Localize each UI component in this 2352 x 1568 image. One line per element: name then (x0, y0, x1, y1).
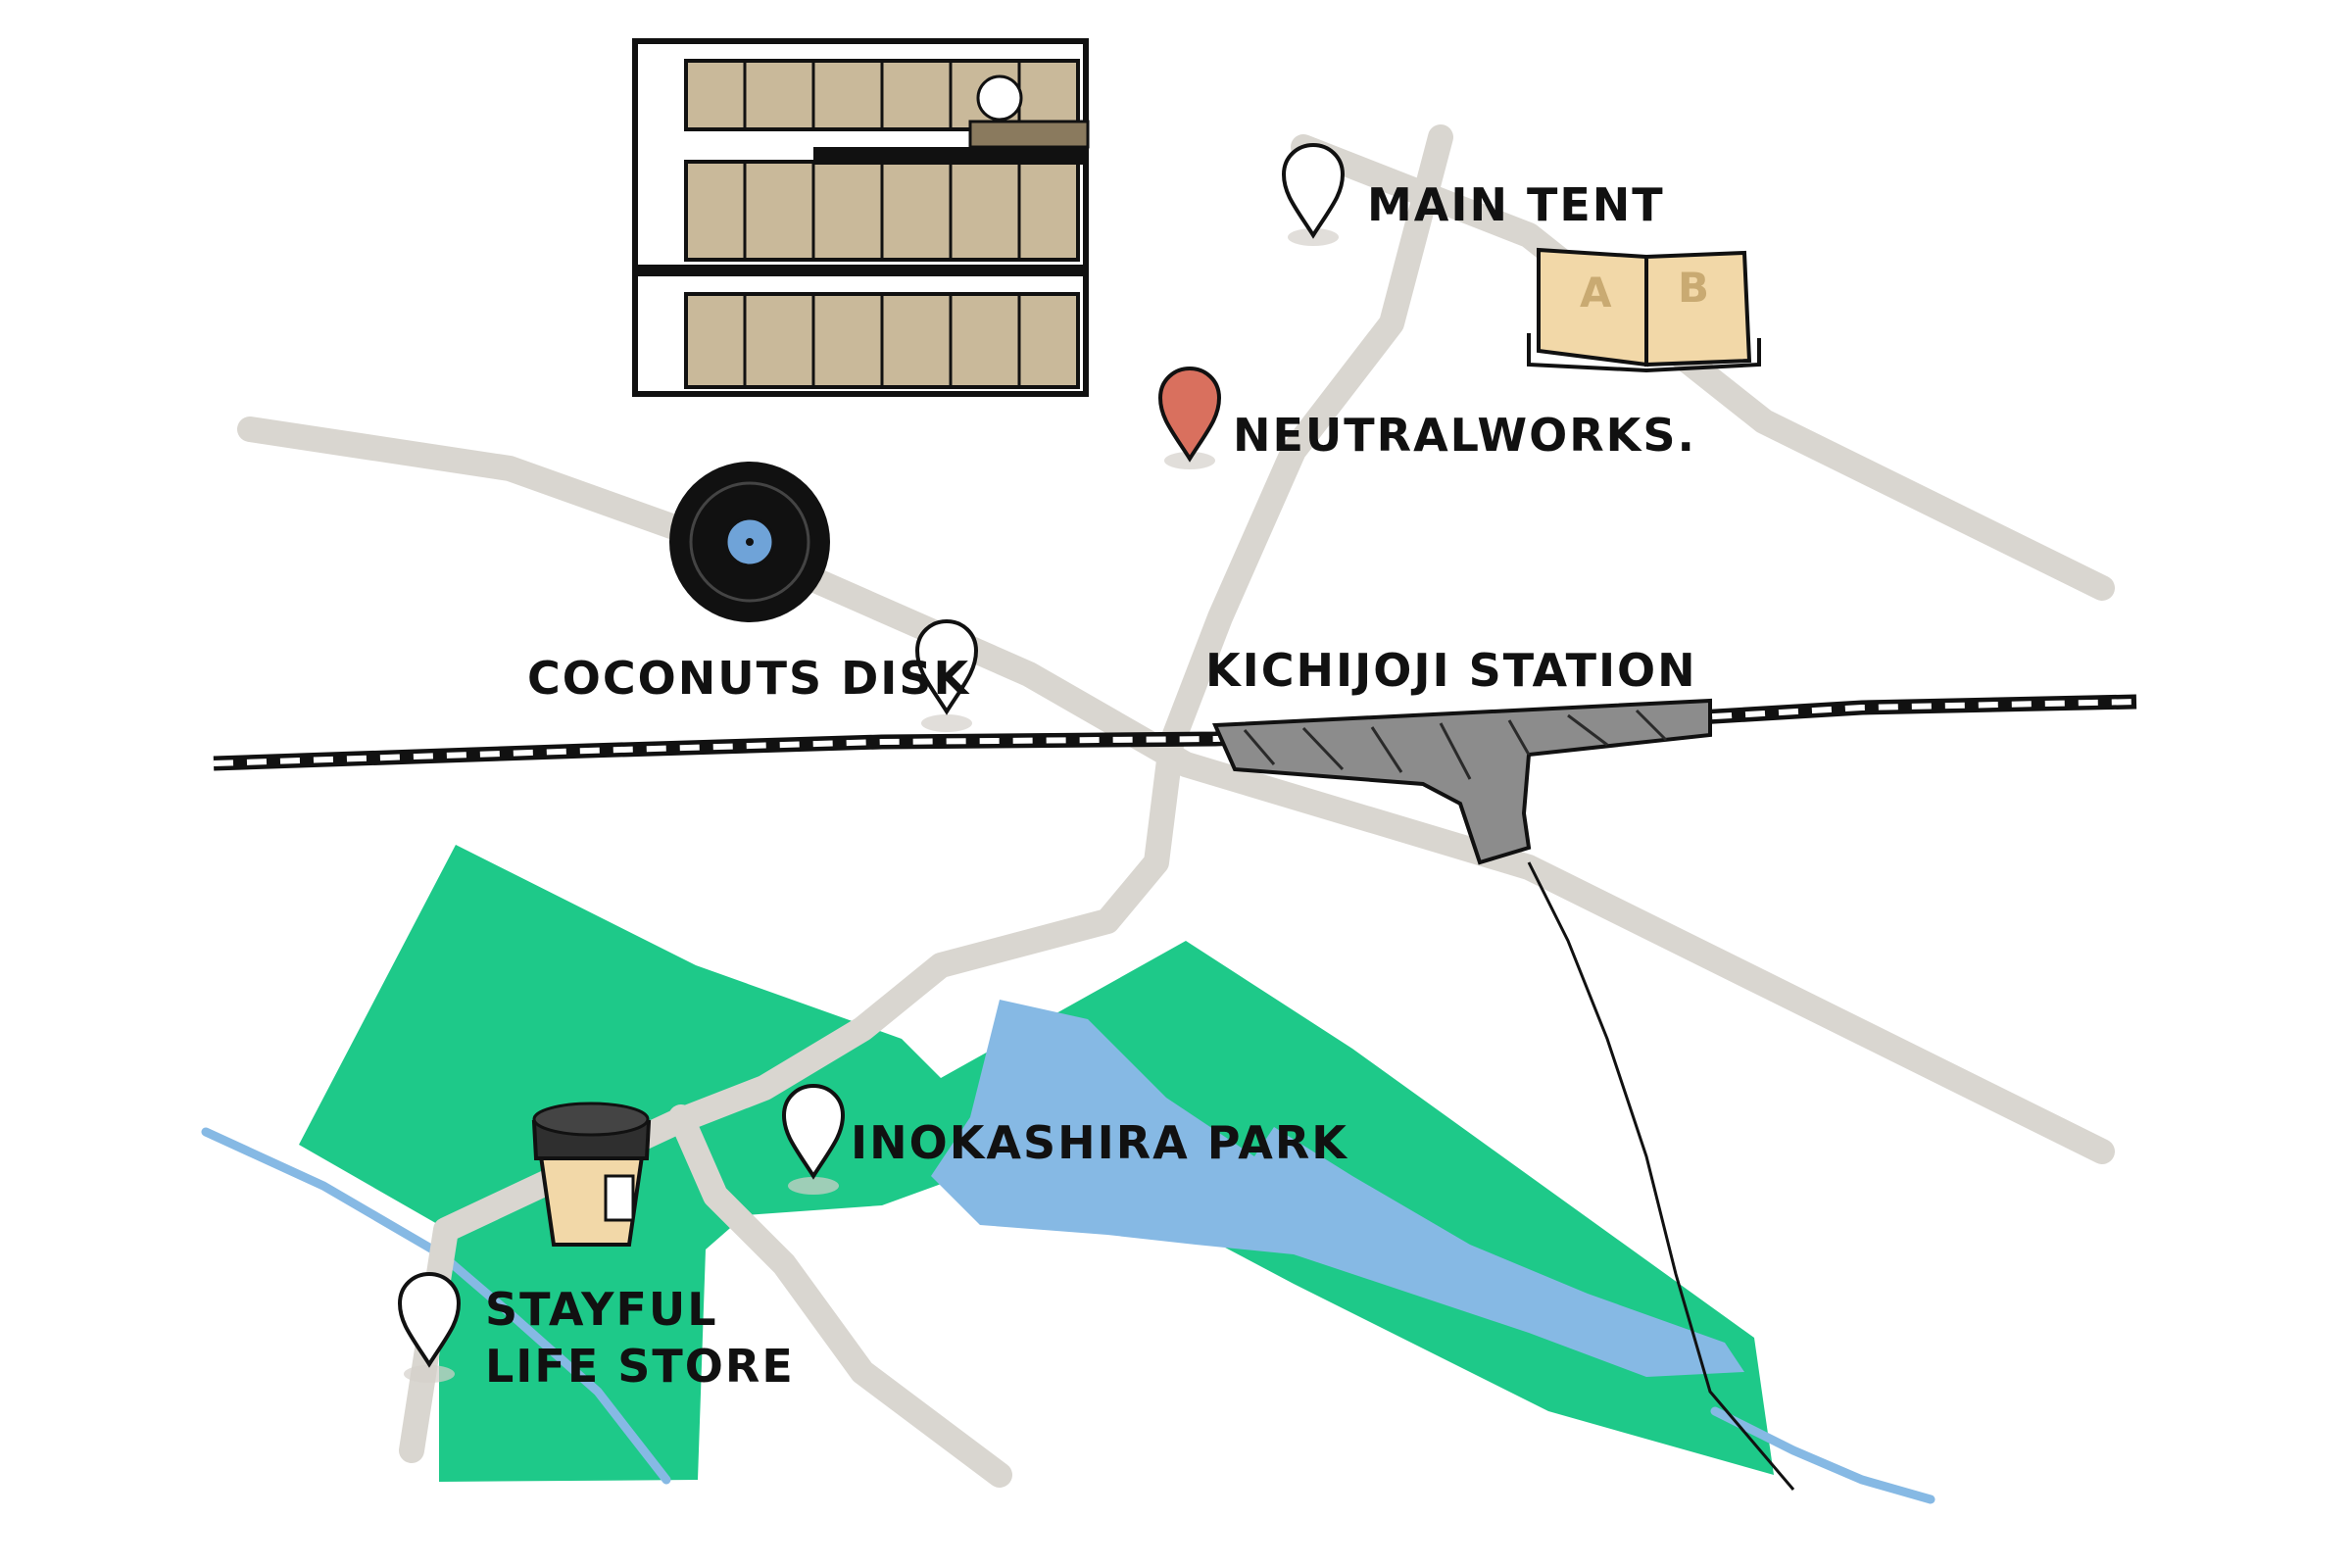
map-pin-icon[interactable] (397, 1271, 462, 1383)
stayful-life-store-label-line2[interactable]: LIFE STORE (485, 1340, 795, 1393)
map-pin-icon[interactable] (914, 618, 979, 732)
station-to-park-path (1527, 861, 1795, 1491)
book-letter-a: A (1580, 269, 1612, 317)
river (201, 1127, 671, 1485)
kichijoji-station-label[interactable]: KICHIJOJI STATION (1205, 644, 1697, 697)
stayful-life-store-label-line1[interactable]: STAYFUL (485, 1283, 718, 1336)
inokashira-park-label[interactable]: INOKASHIRA PARK (851, 1116, 1348, 1169)
map-pin-icon[interactable] (1281, 142, 1346, 246)
main-tent-label[interactable]: MAIN TENT (1367, 178, 1665, 231)
river (1710, 1406, 1936, 1504)
station-building (1211, 698, 1712, 865)
pond (931, 1000, 1744, 1377)
map-pin-icon[interactable] (781, 1083, 846, 1195)
book-icon: A B (1527, 247, 1761, 373)
coconuts-disk-label[interactable]: COCONUTS DISK (527, 652, 971, 705)
book-letter-b: B (1678, 264, 1709, 312)
railway (213, 694, 2137, 771)
coffee-cup-icon (531, 1102, 652, 1247)
neutralworks-label[interactable]: NEUTRALWORKS. (1233, 409, 1696, 462)
building-illustration (632, 38, 1090, 397)
map-pin-icon[interactable] (1157, 366, 1222, 469)
vinyl-record-icon (669, 462, 830, 622)
